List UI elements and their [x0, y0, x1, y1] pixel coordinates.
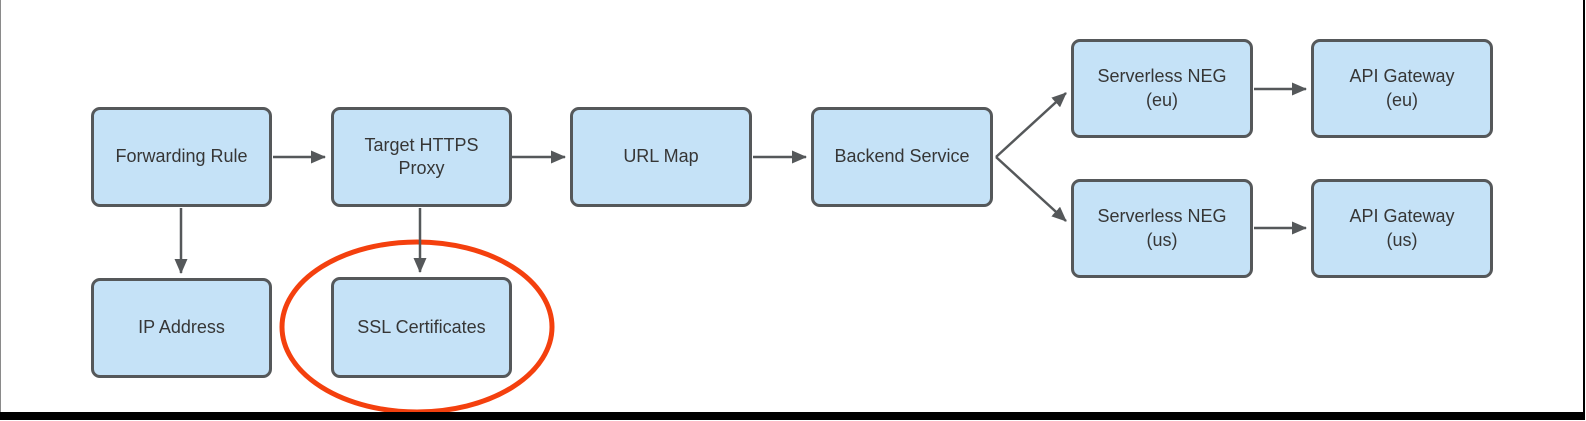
node-target-https-proxy: Target HTTPS Proxy: [331, 107, 512, 207]
connector-backend-service-to-serverless-neg-us: [995, 156, 1067, 222]
node-serverless-neg-us: Serverless NEG (us): [1071, 179, 1253, 278]
node-ssl-certificates-label: SSL Certificates: [357, 316, 486, 337]
node-backend-service-label: Backend Service: [834, 146, 970, 167]
node-ip-address-label: IP Address: [138, 317, 225, 338]
node-forwarding-rule: Forwarding Rule: [91, 107, 272, 207]
node-url-map-label: URL Map: [623, 146, 699, 167]
node-api-gateway-us: API Gateway (us): [1311, 179, 1493, 278]
node-url-map: URL Map: [570, 107, 752, 207]
node-api-gateway-eu: API Gateway (eu): [1311, 39, 1493, 138]
node-serverless-neg-eu-label: Serverless NEG (eu): [1097, 66, 1227, 110]
node-api-gateway-us-label: API Gateway (us): [1349, 206, 1455, 250]
node-api-gateway-eu-label: API Gateway (eu): [1349, 66, 1455, 110]
node-ip-address: IP Address: [91, 278, 272, 378]
node-forwarding-rule-label: Forwarding Rule: [115, 146, 248, 167]
node-ssl-certificates: SSL Certificates: [331, 277, 512, 378]
frame-left-edge: [0, 0, 1, 420]
node-serverless-neg-eu: Serverless NEG (eu): [1071, 39, 1253, 138]
node-serverless-neg-us-label: Serverless NEG (us): [1097, 206, 1227, 250]
node-backend-service: Backend Service: [811, 107, 993, 207]
connector-backend-service-to-serverless-neg-eu: [995, 92, 1067, 158]
node-target-https-proxy-label: Target HTTPS Proxy: [364, 134, 479, 178]
frame-right-edge: [1583, 0, 1585, 420]
frame-bottom-bar: [0, 412, 1584, 420]
